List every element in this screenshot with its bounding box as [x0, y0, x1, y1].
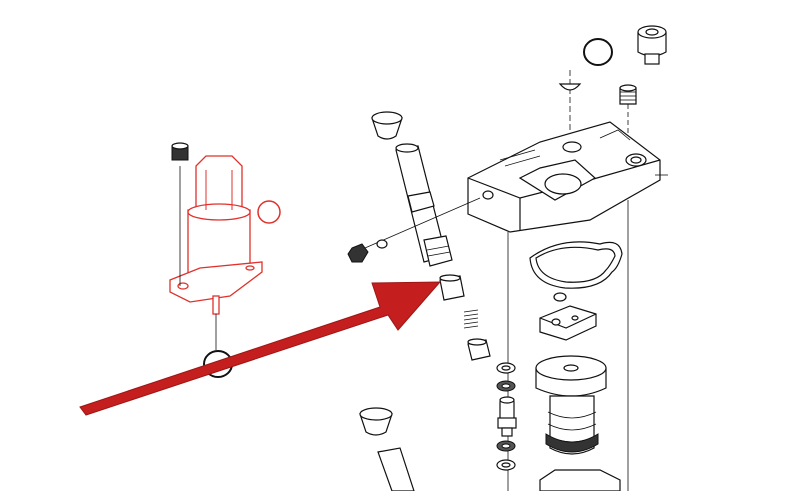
assembly-line — [364, 197, 481, 249]
shaft-27 — [395, 143, 453, 267]
cap-21-bottom — [359, 407, 415, 491]
callout-43 — [257, 200, 281, 224]
callout-c-top — [583, 38, 613, 66]
oring-16 — [553, 292, 567, 302]
socket-bolt — [637, 25, 667, 65]
washer-14b — [496, 459, 516, 471]
plate-11 — [539, 305, 597, 341]
pump-housing — [467, 121, 661, 233]
oring-15b — [496, 440, 516, 452]
red-pointer-arrow — [79, 281, 442, 416]
valve-8 — [497, 396, 517, 437]
nut-803 — [347, 239, 388, 263]
cap-21-top — [371, 111, 403, 140]
pin-tip — [558, 83, 582, 91]
cylinder-26 — [467, 338, 491, 361]
part-43-highlighted — [169, 155, 263, 315]
spring-20 — [463, 309, 479, 329]
screw-44 — [171, 142, 189, 161]
spring-assembly-4 — [535, 355, 621, 491]
sleeve-25 — [439, 274, 465, 301]
oring-15a — [496, 380, 516, 392]
washer-14a — [496, 362, 516, 374]
gasket-12 — [529, 241, 623, 289]
